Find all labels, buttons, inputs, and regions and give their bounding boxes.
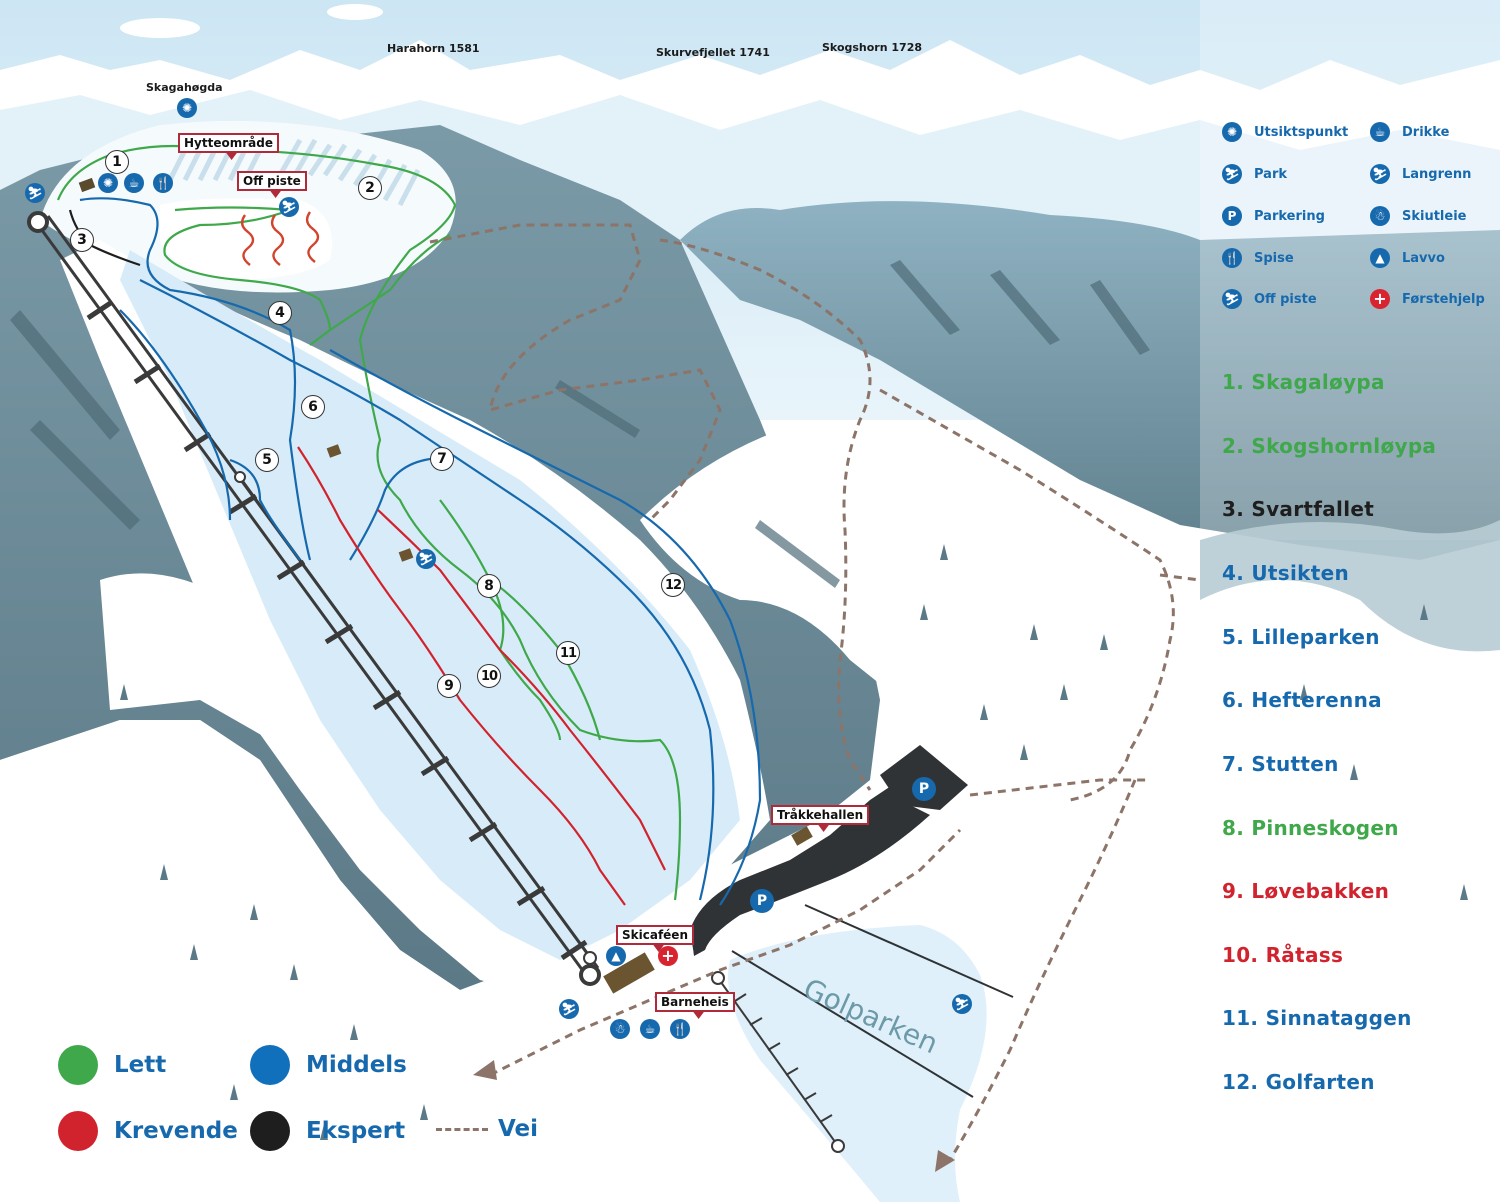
trail-marker-2[interactable]: 2	[358, 176, 382, 200]
tag-skicafeen: Skicaféen	[616, 925, 694, 945]
viewpoint-icon: ✺	[177, 98, 197, 118]
legend-label: Førstehjelp	[1402, 291, 1485, 307]
cross-country-icon: ⛷	[1370, 164, 1390, 184]
peak-label-harahorn: Harahorn 1581	[387, 42, 480, 55]
lavvo-icon: ▲	[1370, 248, 1390, 268]
cross-country-icon: ⛷	[559, 999, 579, 1019]
run-item-5[interactable]: 5. Lilleparken	[1222, 625, 1380, 649]
lavvo-icon: ▲	[606, 946, 626, 966]
ski-rental-icon: ☃	[1370, 206, 1390, 226]
legend-label: Middels	[306, 1052, 407, 1078]
viewpoint-icon: ✺	[98, 173, 118, 193]
run-item-1[interactable]: 1. Skagaløypa	[1222, 370, 1385, 394]
parking-icon: P	[912, 777, 936, 801]
trail-marker-10[interactable]: 10	[477, 664, 501, 688]
park-icon: ⛷	[416, 549, 436, 569]
legend-label: Krevende	[114, 1118, 238, 1144]
peak-label-skurvefjellet: Skurvefjellet 1741	[656, 46, 770, 59]
drink-icon: ☕	[124, 173, 144, 193]
drink-icon: ☕	[1370, 122, 1390, 142]
first-aid-icon: +	[1370, 289, 1390, 309]
peak-label-skogshorn: Skogshorn 1728	[822, 41, 923, 54]
trail-marker-12[interactable]: 12	[661, 573, 685, 597]
legend-label: Spise	[1254, 250, 1294, 266]
legend-lett: Lett	[58, 1045, 166, 1085]
trail-marker-11[interactable]: 11	[556, 641, 580, 665]
legend-label: Langrenn	[1402, 166, 1472, 182]
road-dashed-line-icon	[436, 1127, 488, 1131]
tag-hytteomrade: Hytteområde	[178, 133, 279, 153]
food-icon: 🍴	[153, 173, 173, 193]
legend-item-off-piste: ⛷ Off piste	[1222, 289, 1317, 309]
drink-icon: ☕	[640, 1019, 660, 1039]
legend-label: Vei	[498, 1116, 539, 1142]
legend-label: Off piste	[1254, 291, 1317, 307]
run-item-9[interactable]: 9. Løvebakken	[1222, 879, 1390, 903]
run-item-11[interactable]: 11. Sinnataggen	[1222, 1006, 1412, 1030]
legend-ekspert: Ekspert	[250, 1111, 405, 1151]
ski-rental-icon: ☃	[610, 1019, 630, 1039]
legend-item-parkering: P Parkering	[1222, 206, 1325, 226]
legend-item-spise: 🍴 Spise	[1222, 248, 1294, 268]
food-icon: 🍴	[670, 1019, 690, 1039]
trail-marker-9[interactable]: 9	[437, 674, 461, 698]
legend-vei: Vei	[436, 1116, 538, 1142]
trail-marker-8[interactable]: 8	[477, 574, 501, 598]
run-item-7[interactable]: 7. Stutten	[1222, 752, 1339, 776]
trail-marker-7[interactable]: 7	[430, 447, 454, 471]
run-item-10[interactable]: 10. Råtass	[1222, 943, 1344, 967]
off-piste-icon: ⛷	[1222, 289, 1242, 309]
legend-label: Park	[1254, 166, 1288, 182]
legend-item-drikke: ☕ Drikke	[1370, 122, 1449, 142]
legend-label: Skiutleie	[1402, 208, 1467, 224]
legend-label: Utsiktspunkt	[1254, 124, 1349, 140]
food-icon: 🍴	[1222, 248, 1242, 268]
trail-marker-1[interactable]: 1	[105, 150, 129, 174]
legend-item-skiutleie: ☃ Skiutleie	[1370, 206, 1466, 226]
red-dot-icon	[58, 1111, 98, 1151]
trail-marker-3[interactable]: 3	[70, 228, 94, 252]
trail-marker-6[interactable]: 6	[301, 395, 325, 419]
off-piste-icon: ⛷	[279, 197, 299, 217]
run-item-3[interactable]: 3. Svartfallet	[1222, 497, 1375, 521]
legend-label: Ekspert	[306, 1118, 406, 1144]
trail-marker-5[interactable]: 5	[255, 448, 279, 472]
legend-label: Lavvo	[1402, 250, 1445, 266]
first-aid-icon: +	[658, 946, 678, 966]
trail-marker-4[interactable]: 4	[268, 301, 292, 325]
run-item-6[interactable]: 6. Hefterenna	[1222, 688, 1382, 712]
legend-item-park: ⛷ Park	[1222, 164, 1287, 184]
parking-icon: P	[1222, 206, 1242, 226]
legend-item-utsiktspunkt: ✺ Utsiktspunkt	[1222, 122, 1348, 142]
park-icon: ⛷	[952, 994, 972, 1014]
black-dot-icon	[250, 1111, 290, 1151]
run-item-12[interactable]: 12. Golfarten	[1222, 1070, 1375, 1094]
legend-item-forstehjelp: + Førstehjelp	[1370, 289, 1485, 309]
run-item-2[interactable]: 2. Skogshornløypa	[1222, 434, 1437, 458]
tag-trakkehallen: Tråkkehallen	[771, 805, 870, 825]
run-item-4[interactable]: 4. Utsikten	[1222, 561, 1350, 585]
legend-label: Drikke	[1402, 124, 1450, 140]
peak-label-skagahogda: Skagahøgda	[146, 81, 223, 94]
legend-item-langrenn: ⛷ Langrenn	[1370, 164, 1471, 184]
tag-off-piste: Off piste	[237, 171, 307, 191]
legend-item-lavvo: ▲ Lavvo	[1370, 248, 1445, 268]
legend-label: Parkering	[1254, 208, 1325, 224]
legend-middels: Middels	[250, 1045, 407, 1085]
legend-label: Lett	[114, 1052, 167, 1078]
cross-country-icon: ⛷	[25, 183, 45, 203]
legend-krevende: Krevende	[58, 1111, 238, 1151]
green-dot-icon	[58, 1045, 98, 1085]
run-item-8[interactable]: 8. Pinneskogen	[1222, 816, 1399, 840]
viewpoint-icon: ✺	[1222, 122, 1242, 142]
tag-barneheis: Barneheis	[655, 992, 735, 1012]
blue-dot-icon	[250, 1045, 290, 1085]
parking-icon: P	[750, 889, 774, 913]
park-icon: ⛷	[1222, 164, 1242, 184]
